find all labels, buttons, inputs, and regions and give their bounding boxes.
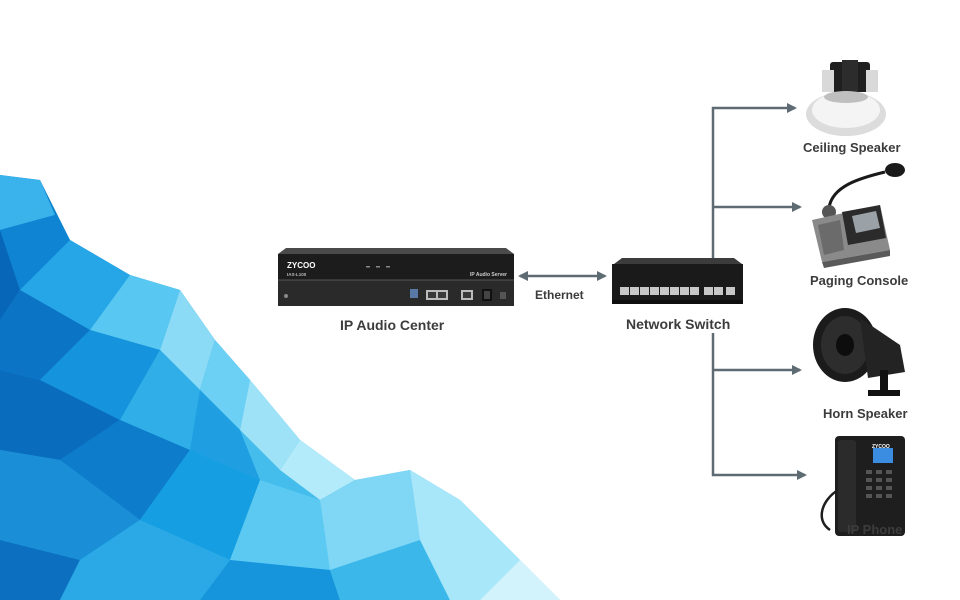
ip-audio-center-label: IP Audio Center	[340, 317, 445, 333]
horn-speaker-icon	[813, 308, 905, 396]
ceiling-speaker-label: Ceiling Speaker	[803, 140, 901, 155]
network-switch-icon	[612, 258, 743, 304]
phone-brand: ZYCOO	[872, 444, 890, 450]
ethernet-label: Ethernet	[535, 288, 584, 302]
server-product: IP Audio Server	[470, 272, 507, 278]
ip-audio-server-icon: ZYCOO IAS-L100 IP Audio Server	[278, 248, 514, 306]
server-model: IAS-L100	[287, 272, 307, 277]
paging-console-icon	[812, 163, 905, 268]
polygon-background	[0, 175, 560, 600]
horn-speaker-label: Horn Speaker	[823, 406, 908, 421]
switch-ports	[620, 287, 735, 295]
ceiling-speaker-icon	[806, 60, 886, 136]
connectors	[518, 103, 807, 480]
branch-up	[711, 103, 797, 258]
network-switch-label: Network Switch	[626, 316, 731, 332]
ip-phone-label: IP Phone	[847, 522, 903, 537]
paging-console-label: Paging Console	[810, 273, 909, 288]
branch-down	[711, 333, 807, 480]
ip-phone-icon: ZYCOO	[820, 436, 905, 536]
server-brand: ZYCOO	[287, 261, 315, 270]
